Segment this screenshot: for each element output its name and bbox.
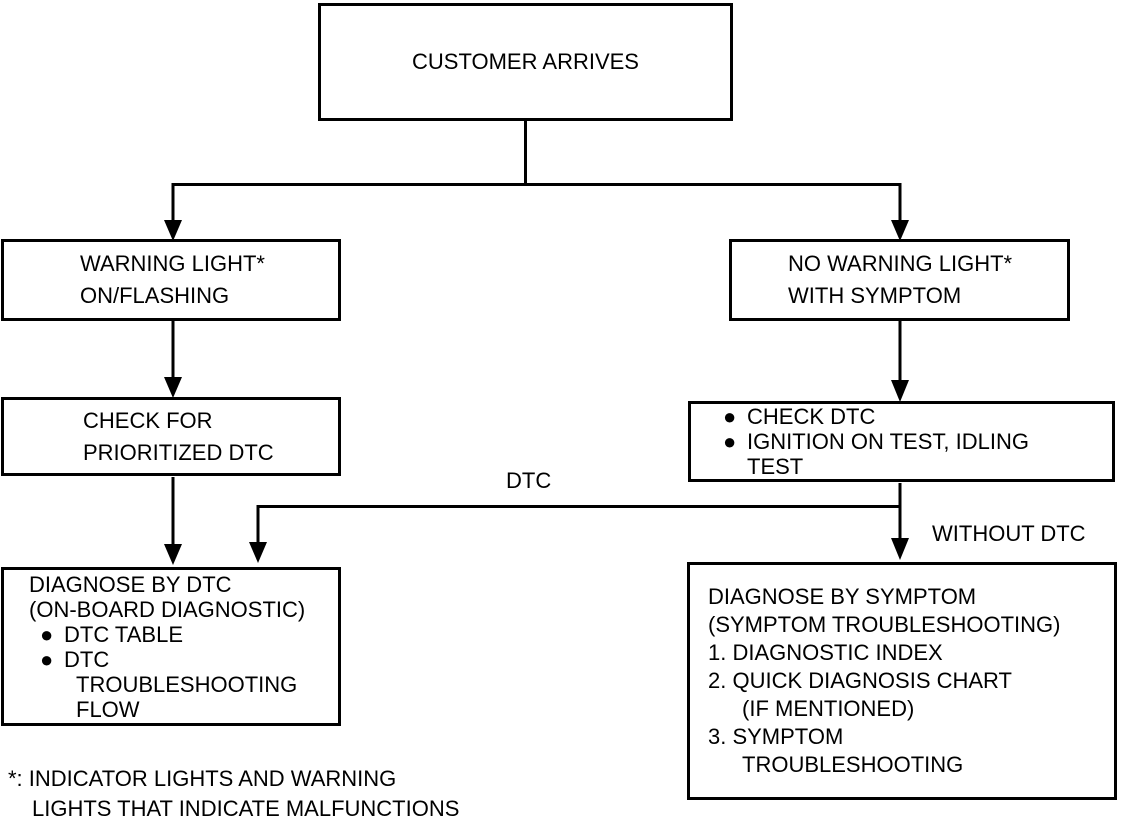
arrowhead-to-nowarning-icon: [891, 220, 909, 241]
node-diagnose-by-dtc: DIAGNOSE BY DTC (ON-BOARD DIAGNOSTIC) ● …: [1, 567, 341, 726]
node-check-dtc: ● CHECK DTC ● IGNITION ON TEST, IDLING T…: [688, 401, 1115, 482]
arrowhead-to-diagsym-icon: [891, 538, 909, 560]
node-diagnose-by-symptom: DIAGNOSE BY SYMPTOM (SYMPTOM TROUBLESHOO…: [687, 562, 1117, 800]
node-customer-arrives-label: CUSTOMER ARRIVES: [412, 49, 639, 74]
node-check-dtc-content: ● CHECK DTC ● IGNITION ON TEST, IDLING T…: [723, 404, 1029, 479]
node-diagnose-by-dtc-content: DIAGNOSE BY DTC (ON-BOARD DIAGNOSTIC) ● …: [29, 572, 305, 722]
diagnose-dtc-item-2: ● DTC TROUBLESHOOTING FLOW: [40, 647, 305, 722]
diagnose-symptom-heading: DIAGNOSE BY SYMPTOM (SYMPTOM TROUBLESHOO…: [708, 584, 1061, 637]
node-customer-arrives: CUSTOMER ARRIVES: [318, 3, 733, 121]
node-warning-light: WARNING LIGHT* ON/FLASHING: [1, 239, 341, 321]
node-no-warning-light: NO WARNING LIGHT* WITH SYMPTOM: [729, 239, 1070, 321]
arrowhead-checkfor-diagdtc-icon: [164, 544, 182, 565]
arrowhead-to-checkfor-icon: [164, 377, 182, 398]
node-diagnose-by-symptom-content: DIAGNOSE BY SYMPTOM (SYMPTOM TROUBLESHOO…: [708, 583, 1060, 779]
check-dtc-item-2: ● IGNITION ON TEST, IDLING TEST: [723, 429, 1029, 479]
check-dtc-item-1: ● CHECK DTC: [723, 404, 1029, 429]
diagnose-symptom-item-1: 1. DIAGNOSTIC INDEX: [708, 640, 943, 665]
node-check-prioritized-dtc: CHECK FOR PRIORITIZED DTC: [1, 397, 341, 476]
diagnose-dtc-item-1-label: DTC TABLE: [64, 621, 183, 647]
edge-label-dtc: DTC: [506, 468, 552, 493]
diagnose-symptom-item-3: 3. SYMPTOM TROUBLESHOOTING: [708, 724, 964, 777]
arrowhead-dtc-diagdtc-icon: [249, 542, 267, 563]
edge-label-without-dtc: WITHOUT DTC: [932, 521, 1086, 546]
bullet-icon: ●: [723, 404, 737, 429]
bullet-icon: ●: [723, 429, 737, 454]
diagnose-dtc-item-1: ● DTC TABLE: [40, 622, 305, 647]
bullet-icon: ●: [40, 646, 54, 672]
diagnose-symptom-item-2: 2. QUICK DIAGNOSIS CHART (IF MENTIONED): [708, 668, 1012, 721]
check-dtc-item-2-label: IGNITION ON TEST, IDLING TEST: [747, 429, 1029, 479]
diagnose-dtc-heading: DIAGNOSE BY DTC (ON-BOARD DIAGNOSTIC): [29, 571, 306, 622]
node-check-prioritized-dtc-label: CHECK FOR PRIORITIZED DTC: [83, 407, 274, 465]
arrowhead-to-checkdtc-icon: [891, 380, 909, 402]
footnote-asterisk: *: INDICATOR LIGHTS AND WARNING LIGHTS T…: [8, 766, 460, 821]
node-no-warning-light-label: NO WARNING LIGHT* WITH SYMPTOM: [788, 251, 1013, 308]
bullet-icon: ●: [40, 621, 54, 647]
diagnose-dtc-item-2-label: DTC TROUBLESHOOTING FLOW: [64, 646, 298, 722]
node-warning-light-label: WARNING LIGHT* ON/FLASHING: [80, 251, 265, 308]
arrowhead-to-warning-icon: [164, 220, 182, 241]
check-dtc-item-1-label: CHECK DTC: [747, 404, 876, 429]
